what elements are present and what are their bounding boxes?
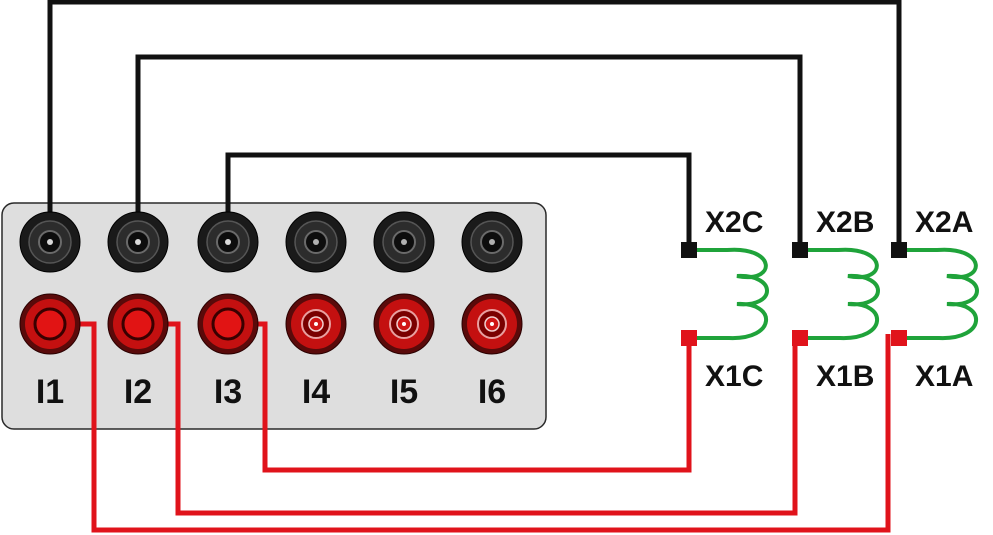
terminal-x2a[interactable] xyxy=(891,242,907,258)
terminal-x2c[interactable] xyxy=(681,242,697,258)
red-jack-i3[interactable] xyxy=(197,293,259,355)
channel-label-i1: I1 xyxy=(36,373,64,411)
terminal-x1c[interactable] xyxy=(681,330,697,346)
channel-label-i5: I5 xyxy=(390,373,418,411)
winding-label-x2a: X2A xyxy=(915,206,973,239)
red-jack-i2[interactable] xyxy=(107,293,169,355)
coil-x2a xyxy=(897,247,979,341)
black-wire-i3-x2c xyxy=(225,152,692,248)
terminal-x1b[interactable] xyxy=(792,330,808,346)
ct-winding-x2c: X2C X1C xyxy=(681,206,769,393)
ct-winding-x2a: X2A X1A xyxy=(891,206,979,393)
channel-labels-layer: I1 I2 I3 I4 I5 I6 xyxy=(36,373,506,411)
channel-label-i3: I3 xyxy=(214,373,242,411)
black-jack-i3[interactable] xyxy=(197,211,259,273)
winding-label-x1a: X1A xyxy=(915,360,973,393)
red-jack-i1[interactable] xyxy=(19,293,81,355)
winding-label-x2c: X2C xyxy=(705,206,763,239)
black-wire-i2-x2b xyxy=(135,54,803,248)
channel-label-i4: I4 xyxy=(302,373,330,411)
terminal-x1a[interactable] xyxy=(891,330,907,346)
black-jack-i6[interactable] xyxy=(461,211,523,273)
red-jack-i5[interactable] xyxy=(373,293,435,355)
red-jack-i4[interactable] xyxy=(285,293,347,355)
black-jack-i4[interactable] xyxy=(285,211,347,273)
black-jack-i5[interactable] xyxy=(373,211,435,273)
black-jack-i2[interactable] xyxy=(107,211,169,273)
terminal-x2b[interactable] xyxy=(792,242,808,258)
ct-winding-x2b: X2B X1B xyxy=(792,206,880,393)
winding-label-x1c: X1C xyxy=(705,360,763,393)
jacks-layer xyxy=(19,211,523,355)
channel-label-i2: I2 xyxy=(124,373,152,411)
coil-x2b xyxy=(798,247,880,341)
coil-x2c xyxy=(687,247,769,341)
winding-label-x2b: X2B xyxy=(816,206,874,239)
channel-label-i6: I6 xyxy=(478,373,506,411)
winding-label-x1b: X1B xyxy=(816,360,874,393)
windings-layer: X2C X1C X2B X1B X2A X1A xyxy=(681,206,979,393)
black-wire-i1-x2a xyxy=(47,0,902,248)
black-jack-i1[interactable] xyxy=(19,211,81,273)
red-jack-i6[interactable] xyxy=(461,293,523,355)
